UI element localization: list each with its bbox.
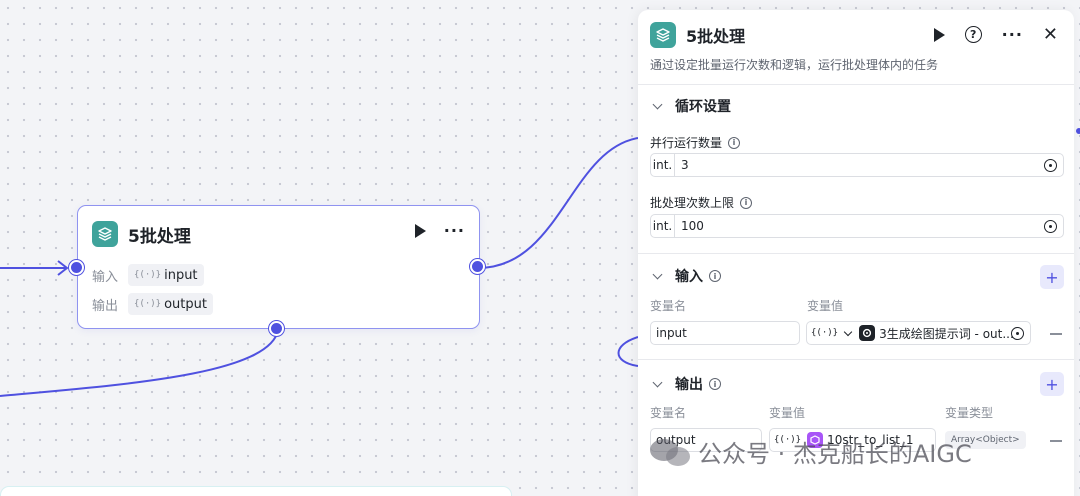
panel-title: 5批处理 [686, 27, 746, 46]
parallel-count-input[interactable]: int. 3 [650, 153, 1064, 177]
max-batch-label-text: 批处理次数上限 [650, 196, 735, 210]
node-output-value: output [164, 296, 207, 312]
node-input-label: 输入 [92, 269, 119, 285]
max-batch-input[interactable]: int. 100 [650, 214, 1064, 238]
remove-input-button[interactable] [1050, 333, 1062, 335]
chevron-down-icon [652, 377, 663, 387]
output-section-header[interactable]: 输出 i [650, 374, 721, 394]
layers-icon [650, 22, 676, 48]
node-output-chip: {(·)} output [128, 293, 213, 315]
input-col-name: 变量名 [650, 299, 687, 313]
layers-icon [92, 221, 118, 247]
parallel-label: 并行运行数量 i [650, 134, 741, 151]
info-icon[interactable]: i [728, 136, 741, 149]
input-var-ref: 3生成绘图提示词 - out... [879, 326, 1014, 341]
object-type-icon: {(·)} [811, 328, 839, 338]
parallel-count-value[interactable]: 3 [681, 158, 689, 172]
info-icon[interactable]: i [709, 378, 721, 390]
output-section-title: 输出 [675, 377, 703, 393]
batch-body-card[interactable] [0, 486, 512, 496]
node-output-row: 输出 {(·)} output [92, 293, 213, 315]
add-input-button[interactable]: + [1040, 265, 1064, 289]
input-var-name-field[interactable]: input [650, 321, 800, 345]
batch-node-title: 5批处理 [128, 226, 191, 247]
edge-right-loop [617, 336, 639, 367]
node-output-label: 输出 [92, 298, 119, 314]
int-unit: int. [651, 154, 675, 176]
max-batch-label: 批处理次数上限 i [650, 194, 753, 211]
watermark: 公众号 · 杰克船长的AIGC [650, 434, 972, 469]
panel-description: 通过设定批量运行次数和逻辑，运行批处理体内的任务 [650, 58, 939, 72]
loop-section-title: 循环设置 [675, 99, 731, 115]
edge-incoming-arrow [57, 260, 69, 276]
divider [638, 359, 1074, 360]
info-icon[interactable]: i [709, 270, 721, 282]
node-input-value: input [164, 267, 198, 283]
loop-section-header[interactable]: 循环设置 [650, 96, 731, 116]
chevron-down-icon [652, 99, 663, 109]
object-type-icon: {(·)} [134, 270, 162, 280]
node-input-port[interactable] [69, 260, 84, 275]
remove-output-button[interactable] [1050, 440, 1062, 442]
variable-ref-icon[interactable] [1044, 220, 1057, 233]
chevron-down-icon [652, 269, 663, 279]
variable-ref-icon[interactable] [1044, 159, 1057, 172]
input-section-header[interactable]: 输入 i [650, 266, 721, 286]
input-col-value: 变量值 [807, 299, 844, 313]
watermark-text: 公众号 · 杰克船长的AIGC [698, 440, 972, 468]
batch-node[interactable]: 5批处理 ··· 输入 {(·)} input 输出 {(·)} output [77, 205, 480, 329]
object-type-icon: {(·)} [134, 299, 162, 309]
output-col-value: 变量值 [769, 406, 806, 420]
run-icon[interactable] [933, 27, 945, 42]
help-icon[interactable]: ? [964, 26, 982, 43]
divider [638, 253, 1074, 254]
edge-endpoint [1076, 128, 1080, 134]
max-batch-value[interactable]: 100 [681, 219, 704, 233]
input-section-title: 输入 [675, 269, 703, 285]
object-type-icon: {(·)} [774, 435, 802, 445]
node-input-chip: {(·)} input [128, 264, 204, 286]
output-col-type: 变量类型 [945, 406, 994, 420]
output-col-name: 变量名 [650, 406, 687, 420]
edge-output-to-panel [477, 137, 639, 269]
input-var-value-field[interactable]: {(·)} 3生成绘图提示词 - out... [806, 321, 1031, 345]
input-var-name: input [656, 326, 687, 340]
divider [638, 84, 1074, 85]
code-node-icon [807, 432, 824, 448]
output-var-datatype: Array<Object> [945, 431, 1026, 449]
play-icon[interactable] [414, 224, 426, 238]
int-unit: int. [651, 215, 675, 237]
node-batch-body-port[interactable] [269, 321, 284, 336]
output-var-value-field[interactable]: {(·)} 10str_to_list_1 [769, 428, 936, 452]
close-icon[interactable]: ✕ [1042, 23, 1058, 45]
more-icon[interactable]: ··· [443, 221, 465, 240]
parallel-label-text: 并行运行数量 [650, 136, 723, 150]
wechat-icon [650, 435, 692, 469]
batch-node-header: 5批处理 [92, 220, 191, 248]
node-output-port[interactable] [470, 259, 485, 274]
edge-bottom [0, 329, 279, 397]
add-output-button[interactable]: + [1040, 372, 1064, 396]
more-icon[interactable]: ··· [1001, 24, 1023, 44]
info-icon[interactable]: i [740, 196, 753, 209]
node-input-row: 输入 {(·)} input [92, 264, 204, 286]
node-settings-panel: 5批处理 ? ··· ✕ 通过设定批量运行次数和逻辑，运行批处理体内的任务 循环… [638, 10, 1074, 496]
output-var-ref: 10str_to_list_1 [827, 433, 914, 447]
llm-node-icon [859, 325, 876, 341]
chevron-down-icon[interactable] [843, 327, 853, 336]
variable-ref-icon[interactable] [1011, 327, 1024, 340]
